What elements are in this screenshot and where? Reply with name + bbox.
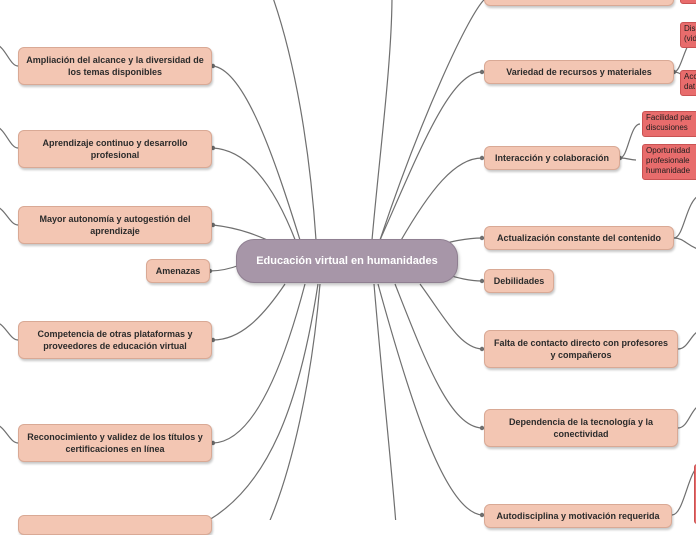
- topic-right-variedad[interactable]: Variedad de recursos y materiales: [484, 60, 674, 84]
- topic-label: Variedad de recursos y materiales: [506, 67, 652, 77]
- edge-right-1: [399, 157, 483, 243]
- topic-left-aprendizaje-continuo[interactable]: Aprendizaje continuo y desarrollo profes…: [18, 130, 212, 168]
- connector-lines: [0, 0, 696, 520]
- topic-left-reconocimiento[interactable]: Reconocimiento y validez de los títulos …: [18, 424, 212, 462]
- topic-label: Mayor autonomía y autogestión del aprend…: [39, 214, 191, 236]
- topic-label: Amenazas: [155, 266, 201, 276]
- leaf-label: Oportunidad profesionale humanidade: [646, 146, 691, 175]
- edge-right-5: [394, 283, 483, 429]
- edge-right-4: [419, 283, 483, 350]
- edge-left-5: [212, 283, 306, 444]
- topic-right-interaccion[interactable]: Interacción y colaboración: [484, 146, 620, 170]
- topic-label: Dependencia de la tecnología y la conect…: [508, 417, 654, 439]
- topic-left-ampliacion[interactable]: Ampliación del alcance y la diversidad d…: [18, 47, 212, 85]
- topic-right-debilidades[interactable]: Debilidades: [484, 269, 554, 293]
- edge-left-0: [212, 65, 301, 241]
- topic-right-actualizacion[interactable]: Actualización constante del contenido: [484, 226, 674, 250]
- topic-left-autonomia[interactable]: Mayor autonomía y autogestión del aprend…: [18, 206, 212, 244]
- topic-left-amenazas[interactable]: Amenazas: [146, 259, 210, 283]
- topic-label: Autodisciplina y motivación requerida: [496, 511, 660, 521]
- edge-left-4: [212, 283, 286, 341]
- leaf-label: Facilidad par discusiones: [646, 113, 692, 132]
- leaf-node[interactable]: Facilidad par discusiones: [642, 111, 696, 137]
- topic-label: Reconocimiento y validez de los títulos …: [27, 432, 203, 454]
- edge-right-6: [377, 283, 483, 516]
- topic-label: Falta de contacto directo con profesores…: [493, 338, 669, 360]
- topic-label: Ampliación del alcance y la diversidad d…: [26, 55, 204, 77]
- topic-left-partial-bottom[interactable]: [18, 515, 212, 535]
- leaf-node[interactable]: Dis (vid: [680, 22, 696, 48]
- topic-right-dependencia[interactable]: Dependencia de la tecnología y la conect…: [484, 409, 678, 447]
- topic-label: Interacción y colaboración: [494, 153, 610, 163]
- leaf-node[interactable]: Oportunidad profesionale humanidade: [642, 144, 696, 180]
- edge-right-0: [379, 71, 483, 241]
- leaf-node-partial[interactable]: [680, 0, 696, 4]
- topic-right-autodisciplina[interactable]: Autodisciplina y motivación requerida: [484, 504, 672, 528]
- topic-label: Competencia de otras plataformas y prove…: [37, 329, 193, 351]
- topic-label: Debilidades: [493, 276, 545, 286]
- topic-right-partial-top[interactable]: [484, 0, 674, 6]
- topic-label: Actualización constante del contenido: [496, 233, 662, 243]
- topic-left-competencia[interactable]: Competencia de otras plataformas y prove…: [18, 321, 212, 359]
- topic-right-falta-contacto[interactable]: Falta de contacto directo con profesores…: [484, 330, 678, 368]
- edge-left-1: [212, 147, 297, 243]
- leaf-node[interactable]: Acc dat: [680, 70, 696, 96]
- central-topic[interactable]: Educación virtual en humanidades: [236, 239, 458, 283]
- central-topic-label: Educación virtual en humanidades: [256, 254, 438, 267]
- leaf-label: Acc dat: [684, 72, 696, 91]
- leaf-label: Dis (vid: [684, 24, 696, 43]
- topic-label: Aprendizaje continuo y desarrollo profes…: [42, 138, 188, 160]
